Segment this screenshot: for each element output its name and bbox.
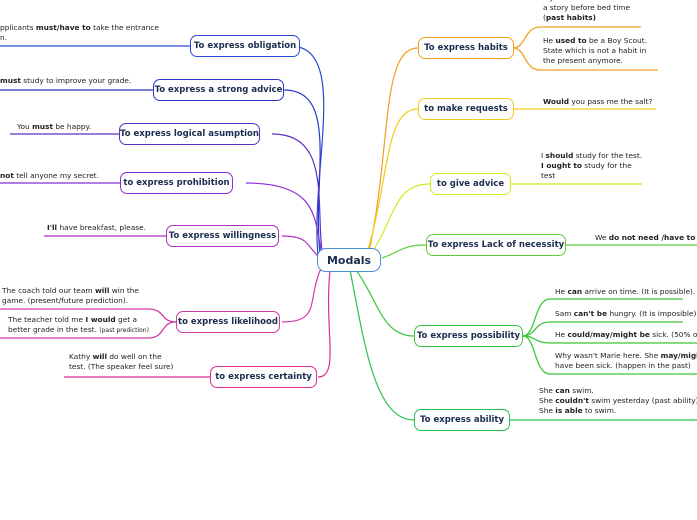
note-possibility-could-may-might: He could/may/might be sick. (50% of poss bbox=[555, 330, 697, 339]
connector-assumption bbox=[271, 133, 323, 253]
topic-lack-of-necessity[interactable]: To express Lack of necessity bbox=[426, 234, 566, 256]
topic-habits[interactable]: To express habits bbox=[418, 37, 514, 59]
connector-likelihood bbox=[281, 265, 323, 323]
note-prohibition: not tell anyone my secret. bbox=[0, 171, 99, 180]
topic-certainty[interactable]: to express certainty bbox=[210, 366, 317, 388]
note-habits-used-to: He used to be a Boy Scout.State which is… bbox=[543, 36, 647, 66]
topic-willingness[interactable]: To express willingness bbox=[166, 225, 279, 247]
topic-prohibition[interactable]: to express prohibition bbox=[120, 172, 233, 194]
connector-possibility bbox=[355, 269, 415, 337]
note-connector-possibility-1 bbox=[522, 298, 683, 337]
central-topic-modals[interactable]: Modals bbox=[317, 248, 381, 272]
connector-prohibition bbox=[245, 182, 323, 255]
connector-strong-advice bbox=[283, 89, 321, 255]
connector-lack-necessity bbox=[381, 244, 427, 259]
note-possibility-past: Why wasn't Marie here. She may/mighthave… bbox=[555, 351, 697, 371]
note-habits-would: My father would read mea story before be… bbox=[543, 0, 639, 23]
topic-strong-advice[interactable]: To express a strong advice bbox=[153, 79, 284, 101]
connector-willingness bbox=[281, 235, 321, 259]
note-connector-habits-2 bbox=[512, 47, 658, 71]
connector-habits bbox=[367, 47, 419, 257]
note-ability: She can swim.She couldn't swim yesterday… bbox=[539, 386, 697, 416]
topic-logical-assumption[interactable]: To express logical asumption bbox=[119, 123, 260, 145]
note-assumption: You must be happy. bbox=[17, 122, 92, 131]
topic-likelihood[interactable]: to express likelihood bbox=[176, 311, 280, 333]
topic-give-advice[interactable]: to give advice bbox=[430, 173, 511, 195]
connector-certainty bbox=[317, 269, 331, 378]
topic-possibility[interactable]: To express possibility bbox=[414, 325, 523, 347]
note-connector-possibility-4 bbox=[522, 335, 697, 375]
note-lack-necessity: We do not need /have to go bbox=[595, 233, 696, 242]
topic-ability[interactable]: To express ability bbox=[414, 409, 510, 431]
note-connector-possibility-3 bbox=[522, 335, 697, 344]
connector-advice bbox=[367, 183, 431, 259]
connector-obligation bbox=[289, 45, 325, 257]
note-connector-habits-1 bbox=[512, 26, 641, 49]
connector-ability bbox=[349, 269, 415, 421]
note-obligation: pplicants must/have to take the entrance… bbox=[0, 23, 159, 43]
note-advice: I should study for the test.I ought to s… bbox=[541, 151, 643, 181]
connector-requests bbox=[365, 108, 419, 257]
note-connector-possibility-2 bbox=[522, 321, 683, 337]
note-possibility-cant: Sam can't be hungry. (It is imposible) bbox=[555, 309, 697, 318]
topic-obligation[interactable]: To express obligation bbox=[190, 35, 300, 57]
topic-requests[interactable]: to make requests bbox=[418, 98, 514, 120]
note-requests: Would you pass me the salt? bbox=[543, 97, 653, 106]
note-connector-likelihood-2 bbox=[0, 321, 177, 339]
note-possibility-can: He can arrive on time. (It is possible). bbox=[555, 287, 696, 296]
note-strong-advice: must study to improve your grade. bbox=[0, 76, 132, 85]
note-connector-likelihood-1 bbox=[0, 308, 177, 323]
note-willingness: I'll have breakfast, please. bbox=[47, 223, 146, 232]
